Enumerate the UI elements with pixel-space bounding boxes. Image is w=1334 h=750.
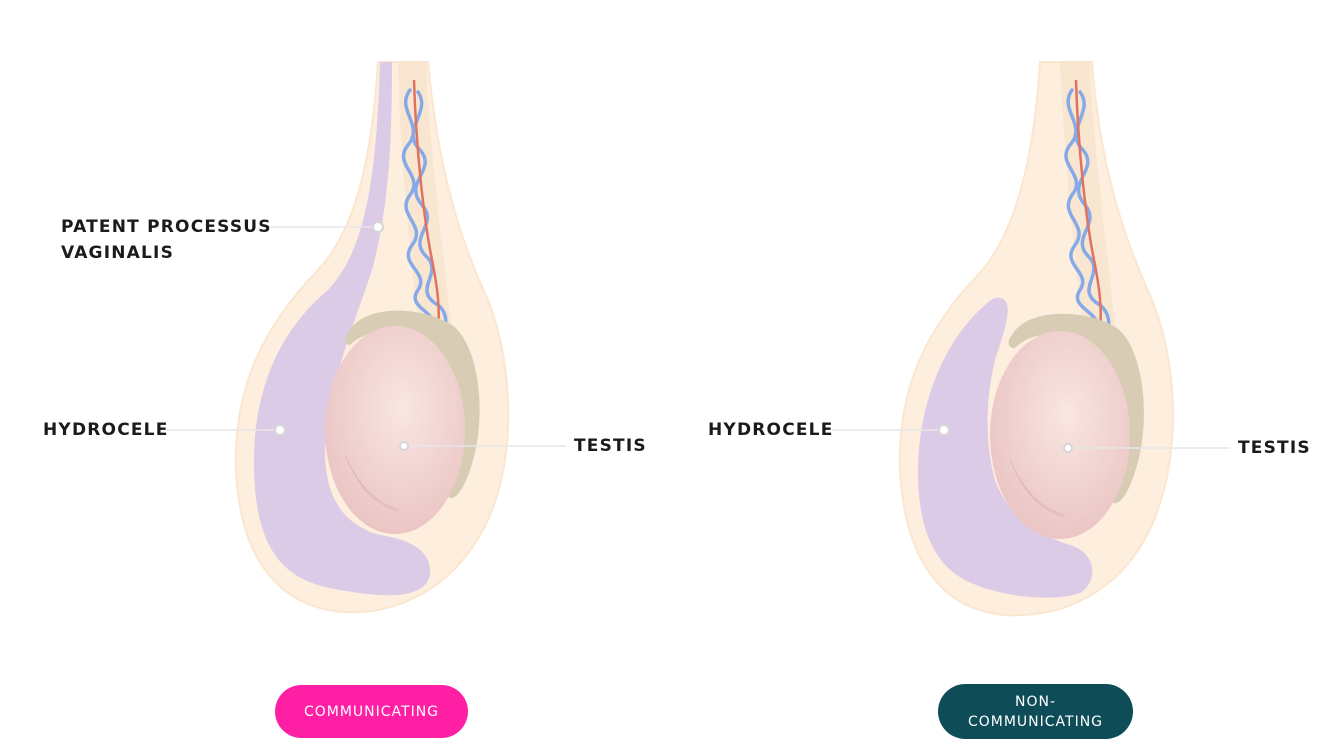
label-processus-line1: PATENT PROCESSUS xyxy=(61,214,272,240)
label-testis-right: TESTIS xyxy=(1238,435,1311,461)
communicating-badge: COMMUNICATING xyxy=(275,685,468,738)
non-communicating-badge-line1: NON- xyxy=(1015,692,1056,712)
non-communicating-diagram xyxy=(900,40,1173,615)
label-patent-processus-vaginalis: PATENT PROCESSUS VAGINALIS xyxy=(61,214,272,266)
testis-left xyxy=(325,326,465,534)
communicating-diagram xyxy=(236,40,508,612)
label-hydrocele-right: HYDROCELE xyxy=(708,417,834,443)
label-hydrocele-left: HYDROCELE xyxy=(43,417,169,443)
non-communicating-badge-line2: COMMUNICATING xyxy=(968,712,1103,732)
communicating-badge-text: COMMUNICATING xyxy=(304,702,439,722)
non-communicating-badge: NON- COMMUNICATING xyxy=(938,684,1133,739)
testis-right xyxy=(990,331,1130,539)
label-testis-left: TESTIS xyxy=(574,433,647,459)
label-processus-line2: VAGINALIS xyxy=(61,240,272,266)
